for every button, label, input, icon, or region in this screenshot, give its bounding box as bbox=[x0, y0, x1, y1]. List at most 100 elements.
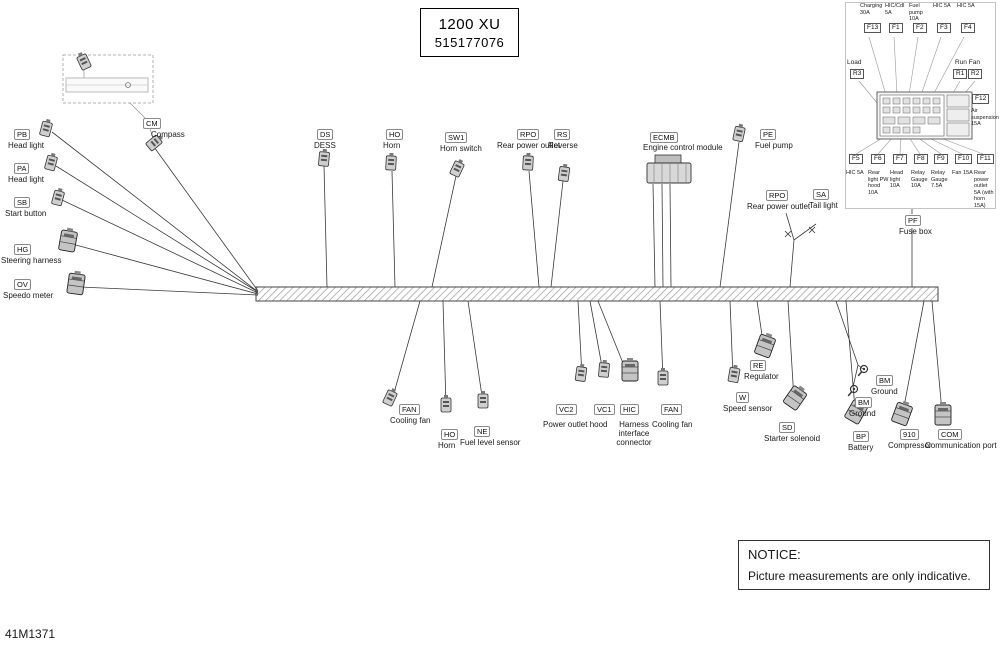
connector-sw1-glyph bbox=[449, 157, 467, 178]
component-label-pe-12: Fuel pump bbox=[755, 141, 793, 150]
component-code-sb-2: SB bbox=[14, 197, 31, 208]
connector-ho2-glyph bbox=[440, 394, 452, 413]
component-label-bm-27: Ground bbox=[849, 409, 876, 418]
notice-box: NOTICE: Picture measurements are only in… bbox=[738, 540, 990, 590]
connector-sb-glyph bbox=[50, 186, 66, 207]
component-code-ho-17: HO bbox=[441, 429, 459, 440]
fuse-top-f1: F1 bbox=[889, 23, 903, 33]
fuse-top-label-f1: HIC/CdI 5A bbox=[885, 3, 905, 16]
component-code-ov-4: OV bbox=[14, 279, 31, 290]
fuse-panel-outline bbox=[845, 2, 996, 209]
fuse-block-graphic bbox=[876, 91, 973, 140]
component-code-bp-28: BP bbox=[853, 431, 870, 442]
fuse-top-f4: F4 bbox=[961, 23, 975, 33]
left-branch-wires bbox=[51, 131, 259, 296]
component-code-rpo-13: RPO bbox=[766, 190, 789, 201]
connector-fan1-glyph bbox=[382, 386, 400, 407]
component-code-vc2-19: VC2 bbox=[556, 404, 577, 415]
component-label-pa-1: Head light bbox=[8, 175, 45, 184]
fuse-bottom-f8: F8 bbox=[914, 154, 928, 164]
connector-glyphs bbox=[38, 50, 952, 427]
component-label-hic-21: Harness interface connector bbox=[616, 420, 652, 447]
component-label-fan-22: Cooling fan bbox=[652, 420, 693, 429]
fuse-bottom-f7: F7 bbox=[893, 154, 907, 164]
component-code-rpo-9: RPO bbox=[517, 129, 540, 140]
component-code-com-30: COM bbox=[938, 429, 962, 440]
connector-fan2-glyph bbox=[657, 367, 669, 386]
connector-rs-glyph bbox=[557, 162, 571, 183]
component-label-rpo-9: Rear power outlet bbox=[497, 141, 561, 150]
fuse-bottom-label-f8: Relay Gauge 10A bbox=[911, 170, 928, 189]
fuse-bottom-label-f10: Fan 15A bbox=[952, 170, 973, 176]
component-label-sd-25: Starter solenoid bbox=[764, 434, 821, 443]
fuse-bottom-f10: F10 bbox=[955, 154, 973, 164]
component-label-sw1-8: Horn switch bbox=[440, 144, 482, 153]
component-label-ov-4: Speedo meter bbox=[3, 291, 54, 300]
relay-r3: R3 bbox=[850, 69, 865, 79]
connector-handlebar-glyph bbox=[74, 50, 92, 71]
fuse-bottom-label-f7: Head light 10A bbox=[890, 170, 904, 189]
component-label-bm-26: Ground bbox=[871, 387, 898, 396]
component-label-com-30: Communication port bbox=[925, 441, 997, 450]
notice-body: Picture measurements are only indicative… bbox=[748, 569, 971, 583]
relay-r2: R2 bbox=[968, 69, 983, 79]
component-code-bm-27: BM bbox=[855, 397, 873, 408]
component-label-ho-7: Horn bbox=[383, 141, 401, 150]
component-label-ho-17: Horn bbox=[438, 441, 456, 450]
notice-heading: NOTICE: bbox=[748, 547, 801, 562]
connector-w-glyph bbox=[727, 363, 742, 384]
connector-hg-glyph bbox=[57, 226, 79, 253]
leader-lines bbox=[83, 69, 154, 140]
connector-910-glyph bbox=[890, 398, 915, 427]
component-code-fan-22: FAN bbox=[661, 404, 682, 415]
fuse-bottom-label-f5: HIC 5A bbox=[846, 170, 864, 176]
component-code-sd-25: SD bbox=[779, 422, 796, 433]
connector-pb-glyph bbox=[38, 117, 54, 138]
component-label-sa-14: Tail light bbox=[809, 201, 838, 210]
component-code-pe-12: PE bbox=[760, 129, 777, 140]
connector-re-glyph bbox=[753, 330, 778, 359]
fuse-bottom-f5: F5 bbox=[849, 154, 863, 164]
component-code-ho-7: HO bbox=[386, 129, 404, 140]
component-label-ecmb-11: Engine control module bbox=[643, 143, 723, 152]
fuse-bottom-f9: F9 bbox=[934, 154, 948, 164]
connector-sd-glyph bbox=[782, 382, 810, 412]
component-label-rs-10: Reverse bbox=[548, 141, 578, 150]
component-label-ds-6: DESS bbox=[314, 141, 336, 150]
connector-pe-glyph bbox=[732, 122, 747, 143]
fuse-f12: F12 bbox=[972, 94, 990, 104]
relay-r1: R1 bbox=[953, 69, 968, 79]
connector-ecmb-glyph bbox=[646, 154, 692, 184]
component-label-re-24: Regulator bbox=[744, 372, 779, 381]
fuse-top-label-f13: Charging 30A bbox=[860, 3, 883, 16]
component-code-ecmb-11: ECMB bbox=[650, 132, 678, 143]
main-harness bbox=[255, 286, 939, 302]
component-label-pf-15: Fuse box bbox=[899, 227, 932, 236]
connector-com-glyph bbox=[934, 401, 952, 426]
component-code-bm-26: BM bbox=[876, 375, 894, 386]
component-label-w-23: Speed sensor bbox=[723, 404, 773, 413]
fuse-bottom-label-f11: Rear power outlet 5A (with horn 15A) bbox=[974, 170, 994, 209]
component-code-sw1-8: SW1 bbox=[445, 132, 468, 143]
component-label-vc2-19: Power outlet hood bbox=[543, 420, 608, 429]
component-label-ne-18: Fuel level sensor bbox=[460, 438, 521, 447]
component-code-sa-14: SA bbox=[813, 189, 830, 200]
fuse-label-f12: Air suspension 15A bbox=[971, 108, 999, 127]
component-code-re-24: RE bbox=[750, 360, 767, 371]
bottom-branch-wires bbox=[391, 300, 943, 413]
component-label-pb-0: Head light bbox=[8, 141, 45, 150]
component-code-hic-21: HIC bbox=[620, 404, 639, 415]
fuse-top-f2: F2 bbox=[913, 23, 927, 33]
component-label-cm-5: Compass bbox=[151, 130, 185, 139]
fuse-top-f13: F13 bbox=[864, 23, 882, 33]
connector-vc1-glyph bbox=[597, 359, 611, 378]
fuse-bottom-f6: F6 bbox=[871, 154, 885, 164]
connector-ne-glyph bbox=[477, 390, 489, 409]
component-code-cm-5: CM bbox=[143, 118, 161, 129]
connector-vc2-glyph bbox=[574, 362, 588, 383]
component-label-bp-28: Battery bbox=[848, 443, 874, 452]
component-label-hg-3: Steering harness bbox=[1, 256, 62, 265]
top-branch-wires bbox=[323, 141, 913, 288]
fuse-top-label-f4: HIC 5A bbox=[957, 3, 975, 9]
